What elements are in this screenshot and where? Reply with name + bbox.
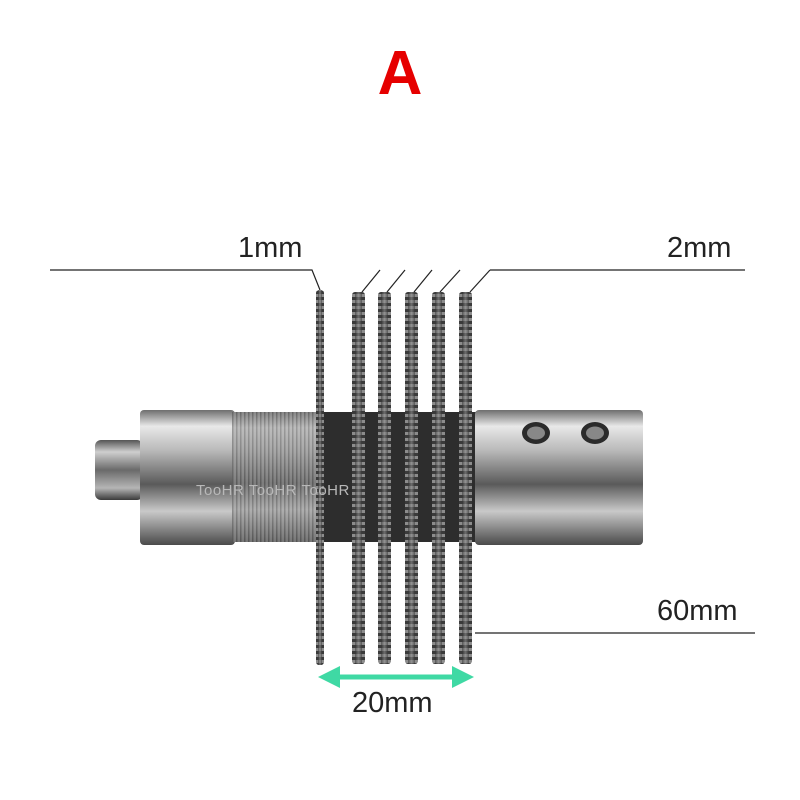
width-arrow-icon	[318, 666, 474, 688]
left-collar	[140, 410, 235, 545]
thick-blade-label: 2mm	[667, 232, 732, 264]
width-label: 20mm	[352, 687, 433, 719]
set-screw-icon	[522, 422, 609, 444]
watermark: TooHR TooHR TooHR	[196, 482, 350, 499]
dimension-lines	[50, 269, 755, 634]
shaft-end	[95, 440, 143, 500]
variant-title: A	[377, 39, 423, 108]
diameter-label: 60mm	[657, 595, 738, 627]
thin-blade-label: 1mm	[238, 232, 303, 264]
right-collar	[475, 410, 643, 545]
blade-stack	[316, 290, 472, 665]
